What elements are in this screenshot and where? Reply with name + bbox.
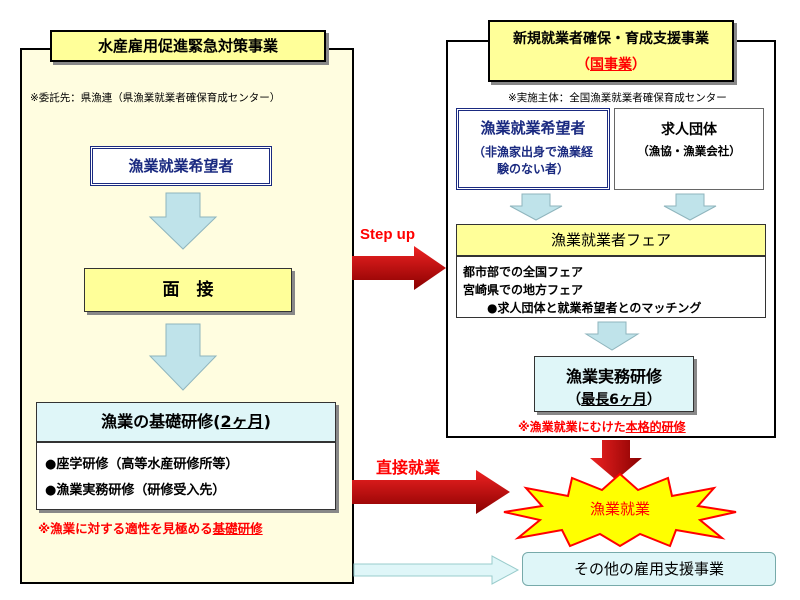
right-panel-title-text: 新規就業者確保・育成支援事業: [513, 31, 709, 47]
basic-training-title-box: 漁業の基礎研修(2ヶ月): [36, 402, 336, 442]
step-up-arrow: [352, 246, 446, 290]
left-applicant-box: 漁業就業希望者: [90, 146, 272, 186]
basic-training-item: ●漁業実務研修（研修受入先）: [45, 483, 226, 498]
down-red-arrow: [590, 440, 642, 480]
left-subtitle: ※委託先：県漁連（県漁業就業者確保育成センター）: [30, 92, 281, 104]
right-applicant-box: 漁業就業希望者 （非漁家出身で漁業経験のない者）: [456, 108, 610, 190]
employment-starburst: [503, 472, 737, 548]
down-arrow-icon: [148, 323, 218, 391]
recruiter-title: 求人団体: [661, 122, 717, 138]
down-arrow-icon: [509, 193, 563, 221]
left-panel-title: 水産雇用促進緊急対策事業: [50, 30, 326, 62]
employment-label: 漁業就業: [589, 500, 650, 518]
right-note-text: ※漁業就業にむけた: [518, 420, 626, 434]
right-panel-title: 新規就業者確保・育成支援事業 （国事業）: [488, 20, 734, 82]
basic-training-title: 漁業の基礎研修(: [101, 412, 221, 431]
fair-line: 都市部での全国フェア: [463, 265, 584, 279]
left-note-emphasis: 基礎研修: [212, 521, 263, 536]
interview-box: 面 接: [84, 268, 292, 312]
basic-training-title-end: ): [263, 412, 271, 431]
basic-training-item: ●座学研修（高等水産研修所等）: [45, 457, 239, 472]
basic-training-period: 2ヶ月: [220, 412, 264, 431]
step-up-label: Step up: [360, 226, 415, 243]
down-arrow-icon: [148, 192, 218, 250]
down-arrow-icon: [584, 321, 640, 351]
direct-employment-label: 直接就業: [376, 458, 441, 477]
right-applicant-title: 漁業就業希望者: [480, 119, 586, 137]
fair-line: ●求人団体と就業希望者とのマッチング: [487, 301, 702, 315]
practical-training-box: 漁業実務研修 （最長6ヶ月）: [534, 356, 694, 412]
basic-training-body: ●座学研修（高等水産研修所等） ●漁業実務研修（研修受入先）: [36, 442, 336, 510]
other-support-box: その他の雇用支援事業: [522, 552, 776, 586]
left-note-text: ※漁業に対する適性を見極める: [38, 521, 213, 536]
practical-training-period: （最長6ヶ月）: [567, 392, 661, 408]
down-arrow-icon: [663, 193, 717, 221]
right-note: ※漁業就業にむけた本格的研修: [518, 418, 768, 435]
national-project-label: （国事業）: [576, 57, 646, 73]
recruiter-sub: （漁協・漁業会社）: [637, 144, 741, 158]
fair-body: 都市部での全国フェア 宮崎県での地方フェア ●求人団体と就業希望者とのマッチング: [456, 256, 766, 318]
recruiter-box: 求人団体 （漁協・漁業会社）: [614, 108, 764, 190]
right-applicant-sub: （非漁家出身で漁業経験のない者）: [472, 145, 593, 176]
other-support-arrow: [353, 555, 520, 585]
practical-training-title: 漁業実務研修: [565, 367, 662, 386]
right-note-emphasis: 本格的研修: [625, 420, 686, 434]
right-implementer: ※実施主体：全国漁業就業者確保育成センター: [508, 92, 727, 104]
fair-line: 宮崎県での地方フェア: [463, 283, 584, 297]
direct-employment-arrow: [352, 470, 510, 514]
left-note: ※漁業に対する適性を見極める基礎研修: [38, 518, 338, 537]
fair-title-box: 漁業就業者フェア: [456, 224, 766, 256]
